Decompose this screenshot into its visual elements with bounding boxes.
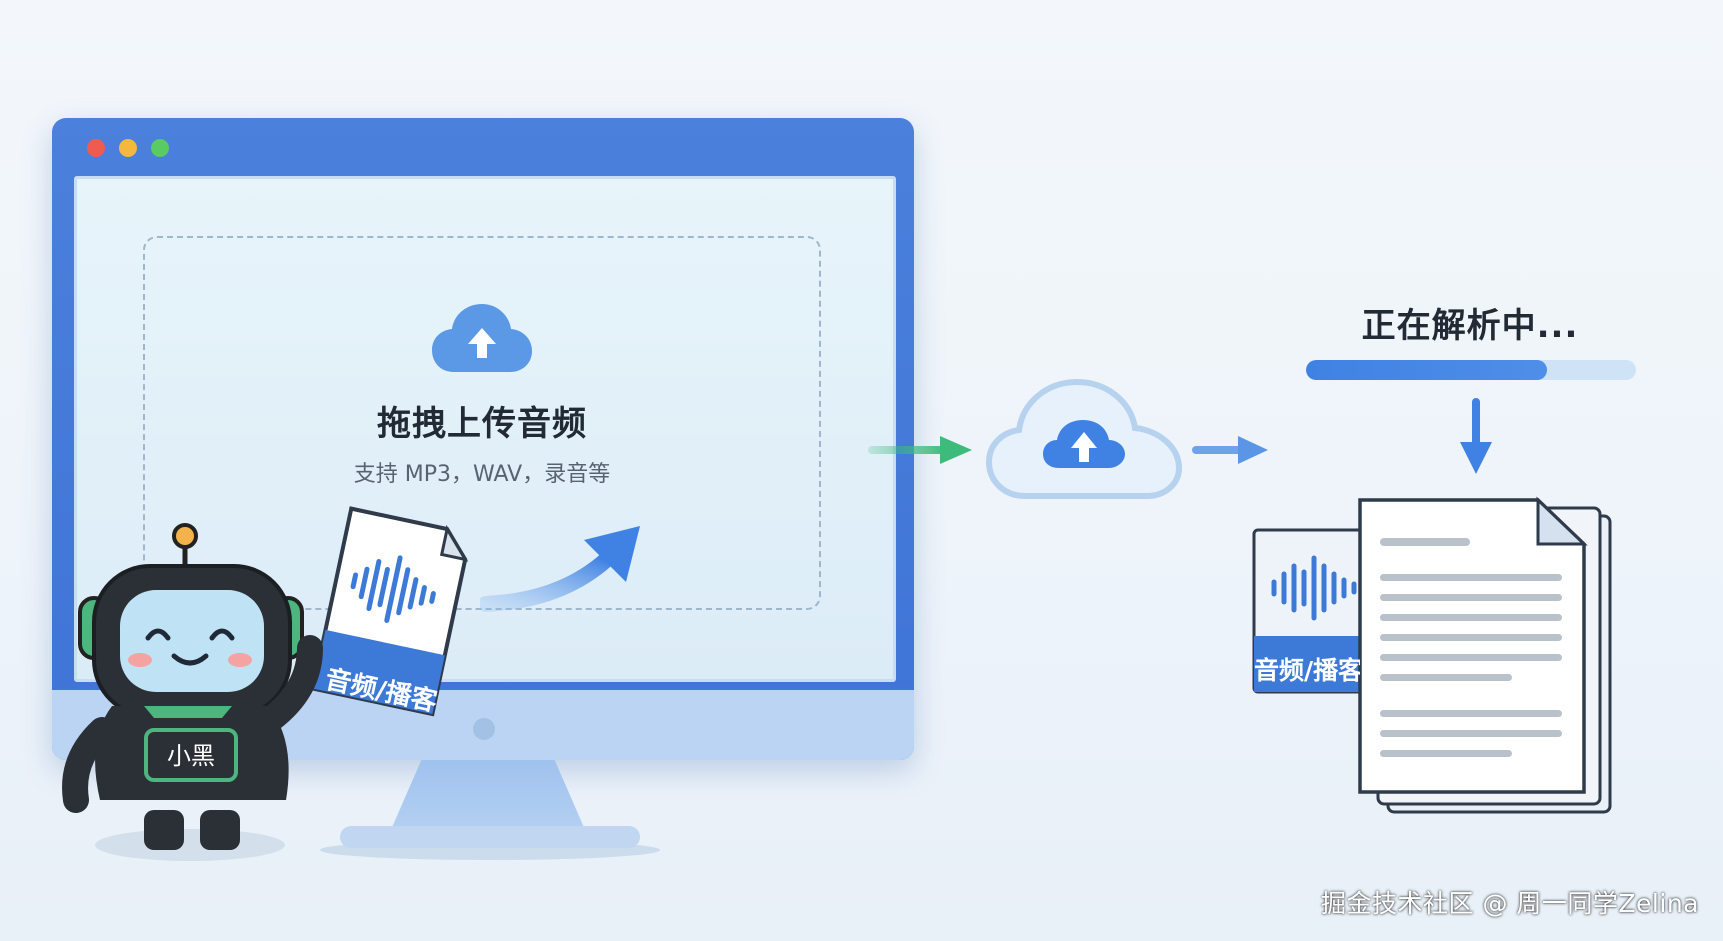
progress-fill bbox=[1306, 360, 1547, 380]
mascot-badge: 小黑 bbox=[167, 742, 215, 770]
window-minimize-dot[interactable] bbox=[119, 139, 137, 157]
cloud-upload-icon bbox=[985, 378, 1183, 499]
output-documents bbox=[1252, 496, 1612, 814]
waveform-icon bbox=[350, 555, 436, 623]
curved-arrow-icon bbox=[480, 526, 640, 612]
flow-arrow-icon bbox=[868, 436, 972, 464]
robot-mascot bbox=[62, 523, 323, 861]
cloud-upload-icon[interactable] bbox=[430, 300, 534, 380]
power-button-icon bbox=[473, 718, 495, 740]
upload-title: 拖拽上传音频 bbox=[377, 404, 587, 444]
down-arrow-icon bbox=[1460, 398, 1492, 474]
monitor-stand bbox=[390, 760, 586, 832]
progress-bar bbox=[1306, 360, 1636, 380]
upload-subtitle: 支持 MP3，WAV，录音等 bbox=[353, 462, 611, 487]
window-close-dot[interactable] bbox=[87, 139, 105, 157]
flow-arrow-icon bbox=[1192, 436, 1268, 464]
watermark-text: 掘金技术社区 @ 周一同学Zelina bbox=[1321, 889, 1699, 918]
document-icon bbox=[1358, 496, 1588, 794]
status-text: 正在解析中... bbox=[1361, 306, 1579, 346]
monitor-base bbox=[340, 826, 640, 848]
audio-file-small-label: 音频/播客 bbox=[1254, 656, 1360, 685]
window-maximize-dot[interactable] bbox=[151, 139, 169, 157]
